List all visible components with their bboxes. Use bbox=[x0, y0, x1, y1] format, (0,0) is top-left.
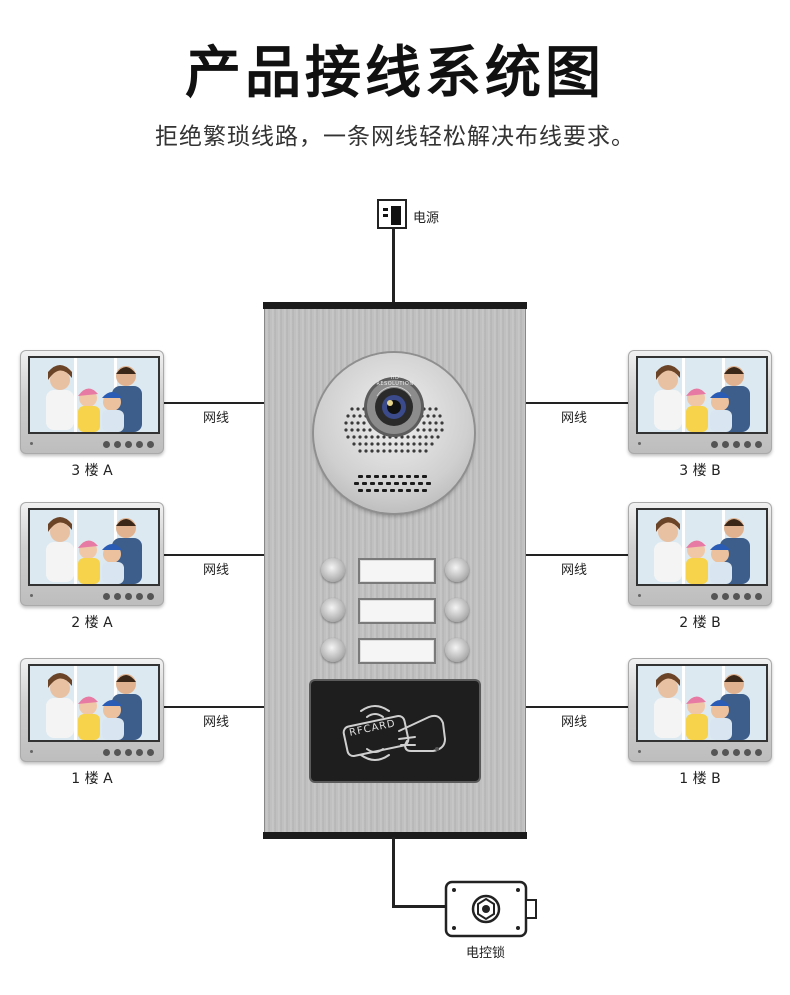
lock-label: 电控锁 bbox=[466, 946, 506, 961]
floor-label: 1 楼 B bbox=[679, 771, 721, 787]
family-photo-screen bbox=[636, 508, 768, 586]
power-socket-icon bbox=[377, 199, 407, 229]
family-photo-screen bbox=[28, 508, 160, 586]
status-led bbox=[638, 750, 641, 753]
family-photo-screen bbox=[636, 356, 768, 434]
call-button-left[interactable] bbox=[321, 598, 345, 622]
family-photo-screen bbox=[28, 664, 160, 742]
indoor-monitor bbox=[628, 350, 772, 454]
family-photo-screen bbox=[636, 664, 768, 742]
wire-left-2a bbox=[164, 554, 264, 556]
lock-wire-vertical bbox=[392, 837, 395, 907]
call-button-left[interactable] bbox=[321, 558, 345, 582]
monitor-buttons bbox=[103, 593, 154, 600]
name-plate bbox=[358, 638, 436, 664]
indoor-monitor bbox=[20, 658, 164, 762]
page-title: 产品接线系统图 bbox=[185, 41, 605, 106]
indoor-monitor bbox=[628, 502, 772, 606]
call-button-right[interactable] bbox=[445, 598, 469, 622]
floor-label: 1 楼 A bbox=[71, 771, 113, 787]
status-led bbox=[638, 442, 641, 445]
status-led bbox=[30, 442, 33, 445]
power-wire bbox=[392, 229, 395, 305]
panel-top-cap bbox=[263, 302, 527, 309]
floor-label: 3 楼 B bbox=[679, 463, 721, 479]
camera-lens-icon bbox=[363, 376, 425, 438]
power-label: 电源 bbox=[413, 211, 440, 226]
indoor-monitor bbox=[20, 350, 164, 454]
wire-label: 网线 bbox=[560, 563, 587, 578]
name-plate bbox=[358, 598, 436, 624]
wire-label: 网线 bbox=[202, 411, 229, 426]
outdoor-door-panel: HD RESOLUTION RFCARD bbox=[263, 302, 527, 839]
indoor-monitor bbox=[628, 658, 772, 762]
monitor-buttons bbox=[711, 593, 762, 600]
rfcard-hand-icon bbox=[335, 693, 455, 769]
wire-left-3a bbox=[164, 402, 264, 404]
floor-label: 2 楼 A bbox=[71, 615, 113, 631]
rfcard-reader[interactable]: RFCARD bbox=[311, 681, 479, 781]
wire-left-1a bbox=[164, 706, 264, 708]
indoor-monitor bbox=[20, 502, 164, 606]
wire-right-1b bbox=[524, 706, 628, 708]
wire-label: 网线 bbox=[202, 563, 229, 578]
monitor-buttons bbox=[103, 749, 154, 756]
monitor-buttons bbox=[711, 441, 762, 448]
lock-wire-horizontal bbox=[392, 905, 446, 908]
status-led bbox=[30, 750, 33, 753]
wire-label: 网线 bbox=[560, 411, 587, 426]
wire-label: 网线 bbox=[560, 715, 587, 730]
floor-label: 3 楼 A bbox=[71, 463, 113, 479]
page-subtitle: 拒绝繁琐线路，一条网线轻松解决布线要求。 bbox=[155, 124, 635, 150]
status-led bbox=[638, 594, 641, 597]
electric-lock-icon bbox=[444, 880, 544, 938]
panel-bottom-cap bbox=[263, 832, 527, 839]
lens-ring-text: HD RESOLUTION bbox=[376, 375, 414, 387]
wire-right-3b bbox=[524, 402, 628, 404]
call-button-right[interactable] bbox=[445, 558, 469, 582]
monitor-buttons bbox=[103, 441, 154, 448]
family-photo-screen bbox=[28, 356, 160, 434]
call-button-left[interactable] bbox=[321, 638, 345, 662]
rfcard-indicator-led bbox=[435, 747, 439, 751]
monitor-buttons bbox=[711, 749, 762, 756]
floor-label: 2 楼 B bbox=[679, 615, 721, 631]
wire-right-2b bbox=[524, 554, 628, 556]
name-plate bbox=[358, 558, 436, 584]
call-button-right[interactable] bbox=[445, 638, 469, 662]
wire-label: 网线 bbox=[202, 715, 229, 730]
status-led bbox=[30, 594, 33, 597]
